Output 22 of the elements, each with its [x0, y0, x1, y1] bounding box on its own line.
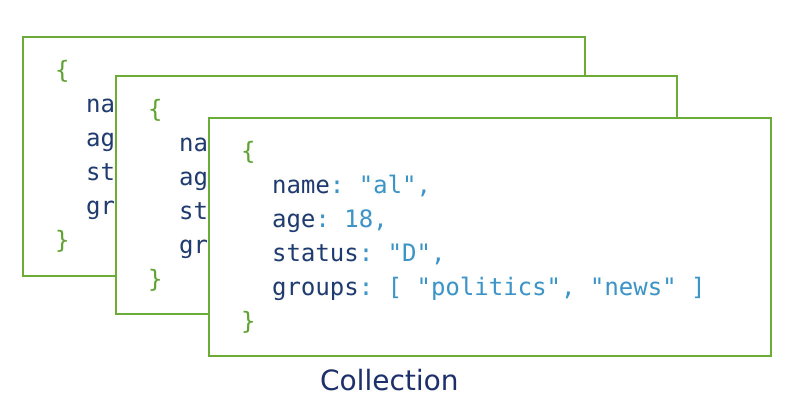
brace: {: [241, 136, 256, 167]
field-line: age: 18,: [272, 204, 388, 235]
brace: {: [148, 94, 162, 125]
field-line: status: "D",: [272, 238, 446, 269]
document-card: [115, 75, 208, 315]
document-card: [22, 36, 115, 277]
field-line: name: "al",: [272, 170, 431, 201]
brace: }: [241, 306, 256, 337]
field-line: gr: [86, 191, 115, 222]
field-line: na: [86, 89, 115, 120]
field-line: ag: [86, 123, 115, 154]
field-line: gr: [179, 230, 208, 261]
document-card: [208, 117, 772, 357]
field-line: na: [179, 128, 208, 159]
field-line: groups: [ "politics", "news" ]: [272, 272, 706, 303]
brace: {: [55, 55, 70, 86]
field-line: st: [179, 196, 208, 227]
collection-label: Collection: [320, 364, 458, 397]
field-line: st: [86, 157, 115, 188]
brace: }: [55, 225, 70, 256]
field-line: ag: [179, 162, 208, 193]
brace: }: [148, 264, 162, 295]
